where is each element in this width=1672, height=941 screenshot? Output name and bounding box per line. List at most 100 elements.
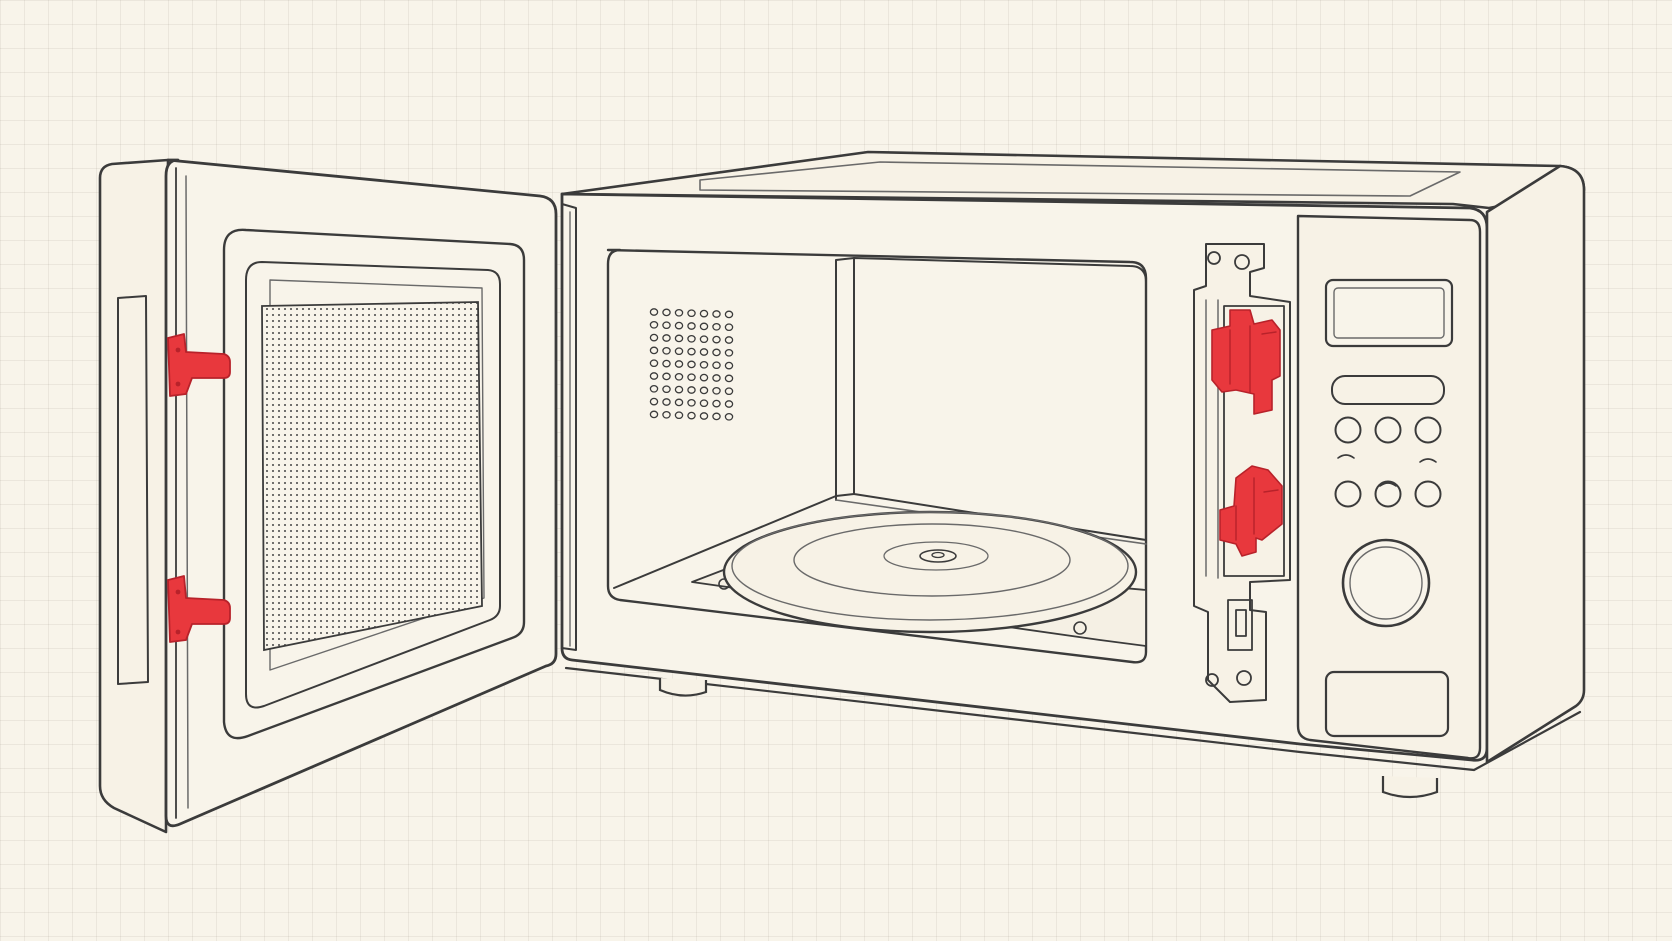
vent-hole [649,320,659,329]
vent-hole [699,386,709,395]
door-side-edge [98,158,170,834]
vent-hole [687,360,696,369]
vent-hole [674,347,684,356]
door-mesh-window [261,301,483,652]
vent-hole [649,333,659,342]
vent-hole [662,321,671,330]
upper-interlock-switch [1211,309,1281,415]
vent-hole [649,397,659,406]
lower-interlock-switch [1219,465,1283,557]
bracket-hole-bottom-left [1205,673,1219,687]
vent-hole [649,346,659,355]
vent-hole [649,372,659,380]
keypad-button[interactable] [1414,480,1442,508]
oven-cavity [606,248,1148,664]
vent-hole [724,387,734,396]
vent-hole [699,309,709,318]
base-screw-right [1073,621,1087,635]
vent-hole [699,373,709,382]
function-bar[interactable] [1331,375,1445,405]
bracket-hole-top-left [1207,251,1221,265]
vent-hole [724,310,734,319]
vent-hole [712,412,721,421]
keypad-indicator-mark [1419,458,1437,463]
vent-hole [699,335,709,344]
vent-hole [712,310,721,318]
vent-hole [687,322,696,330]
control-panel [1296,214,1482,760]
vent-hole [674,360,684,368]
vent-hole [712,348,721,357]
vent-hole [674,398,684,407]
vent-hole [724,361,734,370]
door-inner-frame-outer [222,228,526,740]
control-dial[interactable] [1341,538,1431,628]
vent-hole [687,309,696,318]
vent-hole [699,360,709,369]
vent-hole [724,374,734,383]
vent-hole [687,334,696,343]
keypad-button[interactable] [1374,480,1402,508]
vent-hole [712,361,721,370]
body-feet [658,678,1439,799]
vent-hole [687,398,696,407]
vent-hole [712,335,721,344]
vent-hole [662,334,671,342]
vent-hole [662,346,671,355]
vent-hole [649,410,659,419]
keypad-buttons [1334,416,1442,508]
vent-hole [662,410,671,419]
cavity-back-wall [853,257,1147,541]
door-handle-slot [117,295,149,685]
cavity-floor-edge [613,493,855,589]
door-release-panel[interactable] [1324,670,1450,738]
vent-hole [724,400,734,408]
vent-hole [674,385,684,394]
vent-hole [699,348,709,356]
vent-hole [699,412,709,420]
bracket-hole-bottom-right [1236,670,1252,686]
cavity-vent-holes [649,308,734,421]
vent-hole [662,398,671,406]
vent-hole [687,386,696,394]
door-inner-frame [245,261,501,709]
front-left-foot [658,678,708,697]
vent-hole [662,372,671,381]
vent-hole [687,347,696,356]
keypad-button[interactable] [1334,480,1362,508]
vent-hole [674,321,684,330]
vent-hole [712,374,721,382]
door-upper-hook [167,333,231,397]
vent-hole [674,334,684,343]
keypad-indicator-mark [1337,454,1355,459]
vent-hole [724,412,734,421]
door-hinge-strip [561,203,577,651]
vent-hole [674,411,684,420]
body-right-side [1485,164,1586,764]
vent-hole [649,359,659,368]
glass-turntable [722,510,1138,634]
vent-hole [649,308,659,316]
cavity-left-wall-edge [835,257,855,501]
vent-hole [699,322,709,331]
vent-hole [712,386,721,395]
switch-window-frame [1223,305,1285,577]
vent-hole [649,384,659,393]
bracket-hole-top-right [1234,254,1250,270]
keypad-button[interactable] [1414,416,1442,444]
body-bottom-lip [564,666,1582,772]
keypad-indicator-mark [1379,482,1397,487]
open-door [98,158,558,834]
vent-hole [662,308,671,317]
display-screen [1324,278,1454,348]
keypad-button[interactable] [1334,416,1362,444]
vent-hole [687,373,696,382]
vent-hole [724,336,734,344]
door-lower-hook [167,575,231,643]
vent-hole [662,359,671,368]
vent-hole [712,399,721,408]
vent-hole [674,372,684,381]
keypad-button[interactable] [1374,416,1402,444]
